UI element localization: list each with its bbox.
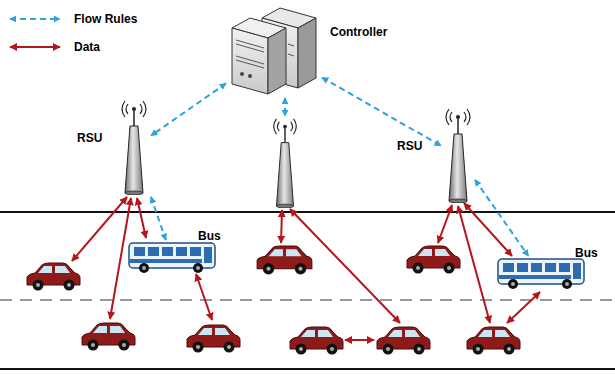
- tower-icon: [119, 100, 149, 195]
- node-label: Controller: [330, 25, 387, 39]
- bus: Bus: [128, 242, 216, 274]
- node-label: Bus: [575, 246, 598, 260]
- bus-icon: [497, 258, 585, 290]
- tower-icon: [443, 108, 473, 203]
- road: [0, 212, 615, 369]
- data-links: [72, 197, 540, 340]
- bus: Bus: [497, 258, 585, 290]
- rsu-tower: [274, 119, 297, 208]
- flow-rules-sample: [6, 12, 64, 26]
- rsu-tower: RSU: [119, 100, 149, 195]
- flow-rule-connector: [151, 197, 166, 240]
- cars: [27, 246, 520, 355]
- node-label: RSU: [77, 131, 102, 145]
- node-label: RSU: [397, 139, 422, 153]
- data-sample: [6, 40, 64, 54]
- flow-rule-connector: [151, 83, 226, 135]
- flow-rule-connector: [322, 78, 441, 146]
- legend-label: Flow Rules: [74, 12, 137, 26]
- legend-label: Data: [74, 40, 100, 54]
- flow-rule-line: [284, 98, 286, 116]
- bus-icon: [128, 242, 216, 274]
- rsu-tower: RSU: [443, 108, 473, 203]
- legend-entry: Data: [6, 40, 100, 54]
- node-label: Bus: [198, 229, 221, 243]
- legend-entry: Flow Rules: [6, 12, 137, 26]
- controller-server: Controller: [228, 4, 320, 96]
- flow-rule-connector: [475, 180, 528, 256]
- server-icon: [228, 4, 320, 96]
